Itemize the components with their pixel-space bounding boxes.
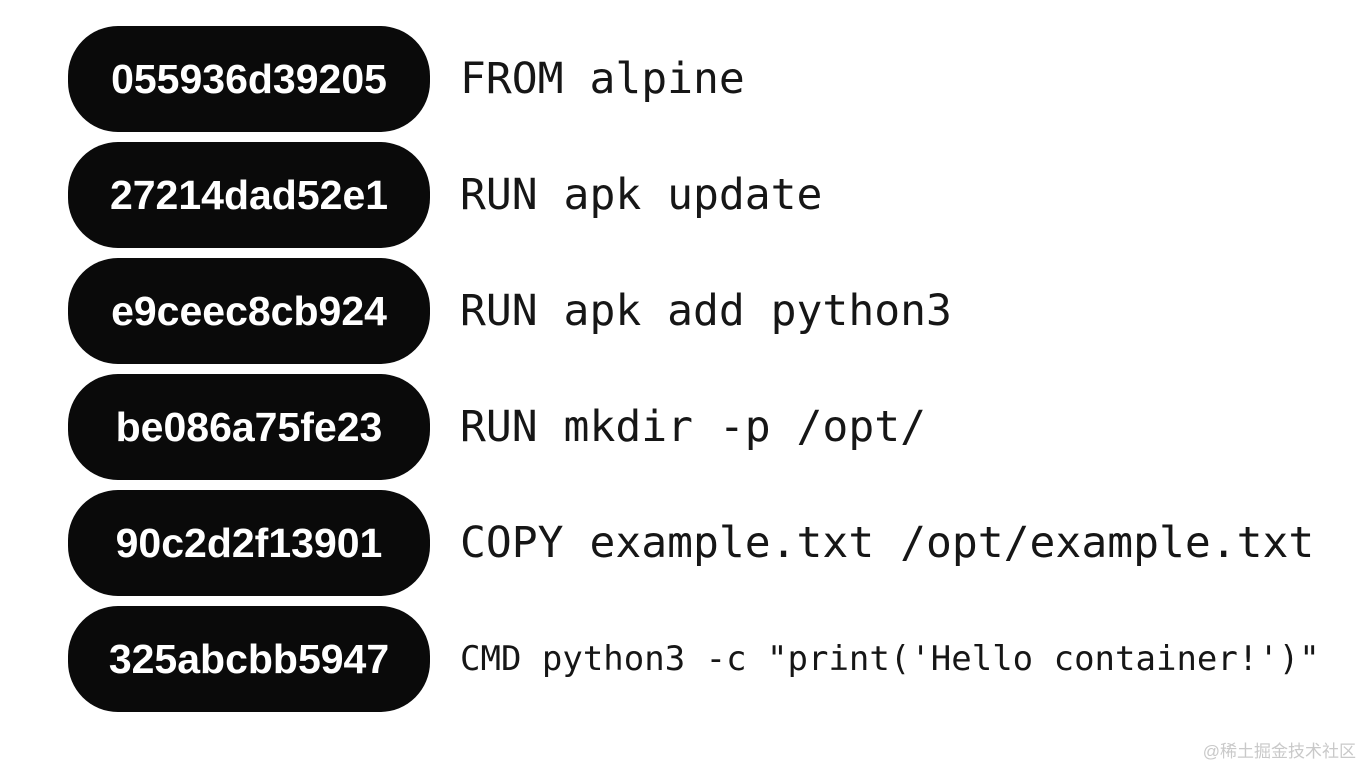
docker-layer-row: be086a75fe23 RUN mkdir -p /opt/ (68, 374, 1320, 480)
docker-layer-row: 325abcbb5947 CMD python3 -c "print('Hell… (68, 606, 1320, 712)
dockerfile-instruction-text: RUN mkdir -p /opt/ (460, 401, 926, 452)
dockerfile-instruction-text: CMD python3 -c "print('Hello container!'… (460, 639, 1320, 679)
docker-layer-row: 055936d39205 FROM alpine (68, 26, 1320, 132)
docker-layer-row: e9ceec8cb924 RUN apk add python3 (68, 258, 1320, 364)
dockerfile-instruction-text: RUN apk update (460, 169, 823, 220)
layer-id-pill: 90c2d2f13901 (68, 490, 430, 596)
layer-id-label: e9ceec8cb924 (111, 287, 387, 334)
docker-layer-diagram: 055936d39205 FROM alpine 27214dad52e1 RU… (68, 26, 1320, 712)
layer-id-pill: e9ceec8cb924 (68, 258, 430, 364)
layer-id-label: 325abcbb5947 (108, 635, 390, 682)
layer-id-pill: be086a75fe23 (68, 374, 430, 480)
layer-id-pill: 325abcbb5947 (68, 606, 430, 712)
dockerfile-instruction-text: RUN apk add python3 (460, 285, 952, 336)
layer-id-label: 27214dad52e1 (109, 171, 389, 218)
layer-id-label: be086a75fe23 (115, 403, 383, 450)
docker-layer-row: 27214dad52e1 RUN apk update (68, 142, 1320, 248)
layer-id-pill: 055936d39205 (68, 26, 430, 132)
layer-id-label: 055936d39205 (111, 55, 387, 102)
layer-id-pill: 27214dad52e1 (68, 142, 430, 248)
docker-layer-row: 90c2d2f13901 COPY example.txt /opt/examp… (68, 490, 1320, 596)
watermark-text: @稀土掘金技术社区 (1202, 742, 1356, 761)
layer-id-label: 90c2d2f13901 (115, 519, 383, 566)
dockerfile-instruction-text: COPY example.txt /opt/example.txt (460, 517, 1315, 568)
dockerfile-instruction-text: FROM alpine (460, 53, 745, 104)
